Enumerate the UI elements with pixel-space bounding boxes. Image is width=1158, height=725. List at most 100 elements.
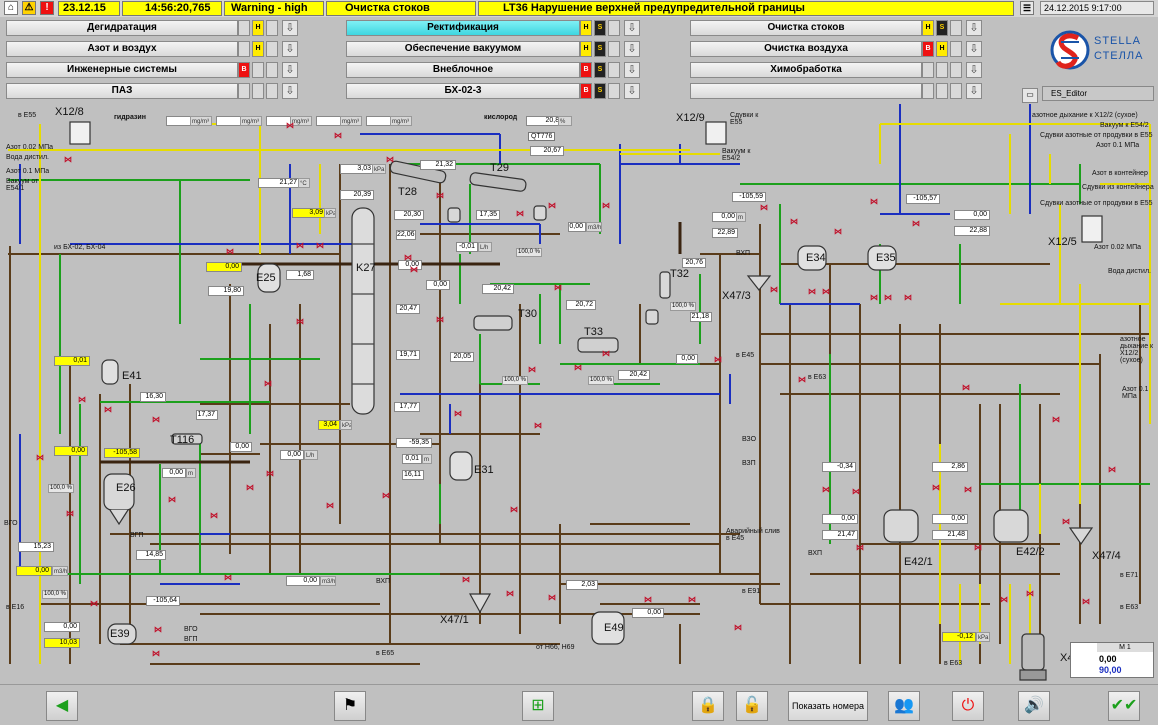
x46-panel[interactable]: М 1 0,00 90,00 xyxy=(1070,642,1154,678)
eq-e42-1[interactable]: E42/1 xyxy=(904,556,933,568)
x46-value-2: 90,00 xyxy=(1099,665,1122,675)
nav-indicator-1-2-0: В xyxy=(922,41,934,57)
nav-down-arrow-icon[interactable]: ⇩ xyxy=(282,83,298,99)
power-off-icon[interactable]: ⏻ xyxy=(952,691,984,721)
nav-button-1-0[interactable]: Азот и воздух xyxy=(6,41,238,57)
nav-indicator-2-2-2 xyxy=(950,62,962,78)
value-20-47: 20,47 xyxy=(396,304,420,314)
value-e42-1-temp: 21,47 xyxy=(822,530,858,540)
nav-button-3-0[interactable]: ПАЗ xyxy=(6,83,238,99)
label-r-azot-01: Азот 0.1 МПа xyxy=(1096,142,1140,149)
label-vgp: ВГП xyxy=(130,532,144,539)
monitor-icon[interactable]: ▭ xyxy=(1022,88,1038,103)
nav-down-arrow-icon[interactable]: ⇩ xyxy=(624,62,640,78)
home-icon[interactable]: ⌂ xyxy=(4,1,18,15)
nav-down-arrow-icon[interactable]: ⇩ xyxy=(966,41,982,57)
nav-down-arrow-icon[interactable]: ⇩ xyxy=(282,20,298,36)
eq-x12-9[interactable]: X12/9 xyxy=(676,112,705,124)
nav-button-2-2[interactable]: Химобработка xyxy=(690,62,922,78)
nav-button-2-1[interactable]: Внеблочное xyxy=(346,62,580,78)
lock-closed-icon[interactable]: 🔒 xyxy=(692,691,724,721)
nav-down-arrow-icon[interactable]: ⇩ xyxy=(624,83,640,99)
nav-down-arrow-icon[interactable]: ⇩ xyxy=(966,83,982,99)
nav-button-2-0[interactable]: Инженерные системы xyxy=(6,62,238,78)
label-vgp2: ВГП xyxy=(184,636,198,643)
eq-e26[interactable]: E26 xyxy=(116,482,136,494)
eq-e39[interactable]: E39 xyxy=(110,628,130,640)
label-vxp3: ВХП xyxy=(376,578,391,585)
eq-e34[interactable]: E34 xyxy=(806,252,826,264)
eq-x47-1[interactable]: X47/1 xyxy=(440,614,469,626)
label-azot-002: Азот 0.02 МПа xyxy=(6,144,54,151)
nav-down-arrow-icon[interactable]: ⇩ xyxy=(966,20,982,36)
acknowledge-all-icon[interactable]: ✔✔ xyxy=(1108,691,1140,721)
eq-x47-3[interactable]: X47/3 xyxy=(722,290,751,302)
eq-t28[interactable]: T28 xyxy=(398,186,417,198)
value-0-00-t: 0,00 xyxy=(230,442,252,452)
logo-text-latin: STELLA xyxy=(1094,35,1141,47)
label-qt776[interactable]: QT776 xyxy=(528,132,556,141)
label-v-e16: в Е16 xyxy=(6,604,25,611)
nav-down-arrow-icon[interactable]: ⇩ xyxy=(624,41,640,57)
nav-button-0-2[interactable]: Очистка стоков xyxy=(690,20,922,36)
alarm-list-icon[interactable]: ☰ xyxy=(1020,1,1034,15)
eq-t32[interactable]: T32 xyxy=(670,268,689,280)
eq-e25[interactable]: E25 xyxy=(256,272,276,284)
eq-x47-4[interactable]: X47/4 xyxy=(1092,550,1121,562)
value-0-00-a: 0,00 xyxy=(568,222,586,232)
nav-button-1-2[interactable]: Очистка воздуха xyxy=(690,41,922,57)
label-avar: Аварийный слив в Е45 xyxy=(726,528,780,542)
eq-x12-8[interactable]: X12/8 xyxy=(55,106,84,118)
alarm-message[interactable]: LT36 Нарушение верхней предупредительной… xyxy=(478,1,1014,16)
eq-t33[interactable]: T33 xyxy=(584,326,603,338)
eq-e31[interactable]: E31 xyxy=(474,464,494,476)
stella-logo: STELLA СТЕЛЛА xyxy=(1050,26,1154,76)
alarm-area: Очистка стоков xyxy=(326,1,476,16)
sound-icon[interactable]: 🔊 xyxy=(1018,691,1050,721)
label-kislorod: кислород xyxy=(484,114,518,121)
eq-e49[interactable]: E49 xyxy=(604,622,624,634)
nav-button-1-1[interactable]: Обеспечение вакуумом xyxy=(346,41,580,57)
value-14-85: 14,85 xyxy=(136,550,166,560)
nav-indicator-2-1-1: S xyxy=(594,62,606,78)
value-e42-2-temp: 21,48 xyxy=(932,530,968,540)
nav-indicator-1-2-2 xyxy=(950,41,962,57)
value-e41: 0,01 xyxy=(54,356,90,366)
value-21-18: 21,18 xyxy=(690,312,712,322)
nav-indicator-1-1-0: Н xyxy=(580,41,592,57)
eq-e41[interactable]: E41 xyxy=(122,370,142,382)
nav-down-arrow-icon[interactable]: ⇩ xyxy=(282,62,298,78)
nav-button-3-1[interactable]: БХ-02-3 xyxy=(346,83,580,99)
label-v-e63c: в Е63 xyxy=(944,660,963,667)
nav-button-0-1[interactable]: Ректификация xyxy=(346,20,580,36)
network-diagram-icon[interactable]: ⊞ xyxy=(522,691,554,721)
label-r-sduvki-kont: Сдувки из контейнера xyxy=(1082,184,1154,191)
eq-e35[interactable]: E35 xyxy=(876,252,896,264)
language-switch-icon[interactable]: ⚑ xyxy=(334,691,366,721)
unit-kislorod: % xyxy=(558,116,572,126)
nav-button-0-0[interactable]: Дегидратация xyxy=(6,20,238,36)
users-icon[interactable]: 👥 xyxy=(888,691,920,721)
eq-t29[interactable]: T29 xyxy=(490,162,509,174)
back-arrow-icon[interactable]: ◀ xyxy=(46,691,78,721)
label-vxp2: ВХП xyxy=(808,550,823,557)
label-vgo2: ВГО xyxy=(184,626,198,633)
eq-x12-5[interactable]: X12/5 xyxy=(1048,236,1077,248)
nav-button-3-2[interactable] xyxy=(690,83,922,99)
eq-t116[interactable]: T116 xyxy=(170,434,195,446)
nav-down-arrow-icon[interactable]: ⇩ xyxy=(282,41,298,57)
nav-down-arrow-icon[interactable]: ⇩ xyxy=(624,20,640,36)
nav-indicator-0-1-0: Н xyxy=(580,20,592,36)
eq-e42-2[interactable]: E42/2 xyxy=(1016,546,1045,558)
alarm-time: 14:56:20,765 xyxy=(122,1,222,16)
label-r-azot-01b: Азот 0.1 МПа xyxy=(1122,386,1149,400)
eq-t30[interactable]: T30 xyxy=(518,308,537,320)
nav-down-arrow-icon[interactable]: ⇩ xyxy=(966,62,982,78)
lock-open-icon[interactable]: 🔓 xyxy=(736,691,768,721)
show-numbers-button[interactable]: Показать номера xyxy=(788,691,868,721)
warning-icon[interactable]: ⚠ xyxy=(22,1,36,15)
eq-k27[interactable]: K27 xyxy=(356,262,376,274)
label-voda-distil: Вода дистил. xyxy=(6,154,49,161)
alarm-icon[interactable]: ! xyxy=(40,1,54,15)
